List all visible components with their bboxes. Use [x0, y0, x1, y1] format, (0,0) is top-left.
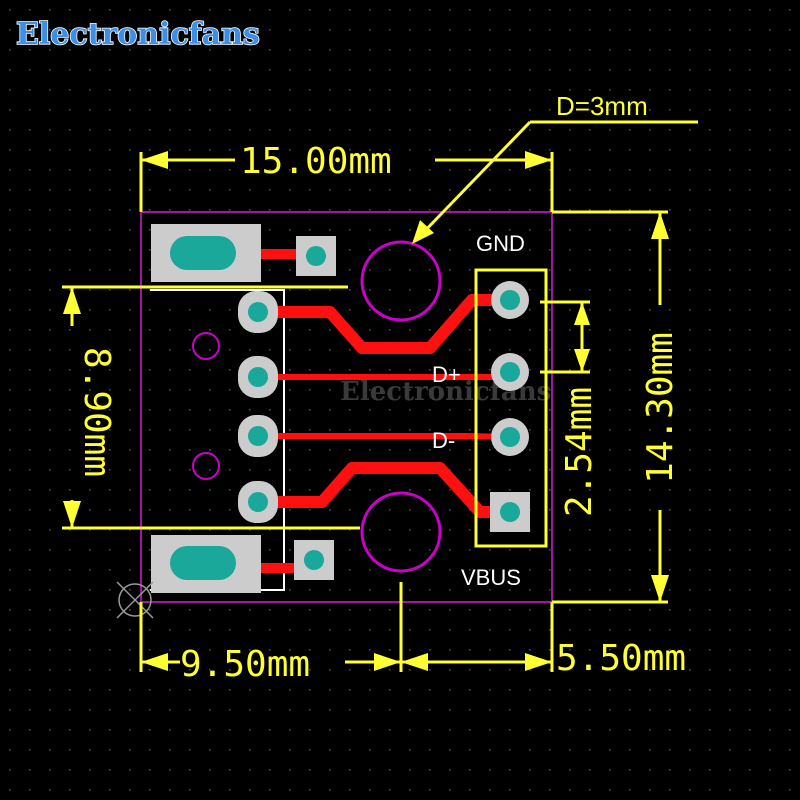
- dimension-left-offset: 9.50mm: [139, 582, 403, 686]
- trace-dminus: [255, 433, 513, 440]
- fiducial-mark: [116, 581, 154, 619]
- header-pin-vbus-drill: [500, 502, 520, 522]
- header-pin-dminus-drill: [500, 427, 520, 447]
- connector-pad-1-drill: [248, 302, 268, 322]
- dimension-height: 14.30mm: [552, 210, 682, 604]
- header-pin-gnd-drill: [500, 290, 520, 310]
- dimension-pin-pitch-label: 2.54mm: [559, 387, 600, 517]
- mounting-hole-top: [360, 240, 442, 322]
- square-pad-top-drill: [306, 246, 326, 266]
- brand-logo: Electronicfans: [16, 17, 260, 52]
- mounting-hole-bottom: [360, 491, 442, 573]
- pin-label-vbus: VBUS: [461, 565, 521, 590]
- shield-pads: [151, 224, 261, 593]
- hole-diameter-label: D=3mm: [556, 91, 648, 121]
- connector-pad-4-drill: [248, 492, 268, 512]
- shield-slot-bottom: [170, 546, 236, 580]
- header-pins: [490, 281, 530, 532]
- dimension-connector-span-label: 8.90mm: [76, 347, 117, 477]
- connector-pads: [238, 291, 278, 523]
- hole-diameter-callout: D=3mm: [412, 91, 698, 244]
- dimension-right-offset-label: 5.50mm: [556, 638, 686, 679]
- pin-label-dplus: D+: [432, 362, 461, 387]
- dimension-connector-span: 8.90mm: [62, 285, 360, 530]
- board-outline: [140, 211, 553, 603]
- shield-slot-top: [170, 236, 236, 270]
- dimension-pin-pitch: 2.54mm: [540, 300, 601, 518]
- header-pin-dplus-drill: [500, 362, 520, 382]
- trace-gnd: [252, 294, 516, 354]
- dimension-width-label: 15.00mm: [240, 141, 392, 182]
- connector-pad-2-drill: [248, 367, 268, 387]
- dimension-height-label: 14.30mm: [640, 332, 681, 484]
- locating-hole-bottom: [192, 452, 220, 480]
- small-pads: [294, 236, 336, 580]
- header-outline: [474, 268, 548, 548]
- pin-label-gnd: GND: [476, 231, 525, 256]
- dimension-left-offset-label: 9.50mm: [180, 644, 310, 685]
- pin-label-dminus: D-: [432, 428, 455, 453]
- trace-vbus: [252, 462, 516, 518]
- dimension-right-offset: 5.50mm: [401, 602, 687, 680]
- connector-pad-3-drill: [248, 426, 268, 446]
- square-pad-bottom-drill: [304, 550, 324, 570]
- locating-hole-top: [192, 332, 220, 360]
